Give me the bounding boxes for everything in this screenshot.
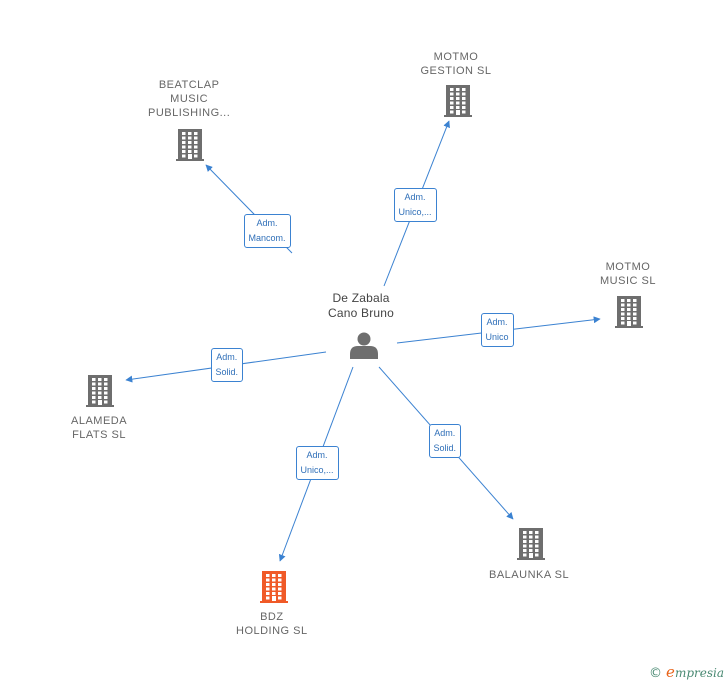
company-label-line: BALAUNKA SL: [489, 569, 570, 581]
role-badge-line: Unico,...: [300, 465, 334, 475]
company-label-line: PUBLISHING...: [148, 107, 231, 119]
role-badge-motmo-music: Adm. Unico: [480, 313, 514, 347]
company-label-line: FLATS SL: [72, 429, 126, 441]
role-badge-line: Adm.: [404, 192, 426, 202]
role-badge-balaunka: Adm. Solid.: [428, 424, 462, 458]
company-label-alameda[interactable]: ALAMEDA FLATS SL: [71, 414, 127, 442]
company-label-bdz[interactable]: BDZ HOLDING SL: [236, 610, 308, 638]
company-label-motmo-music[interactable]: MOTMO MUSIC SL: [600, 260, 656, 288]
building-icon[interactable]: [260, 571, 288, 603]
company-label-line: BDZ: [260, 611, 284, 623]
copyright-symbol: ©: [649, 666, 663, 681]
company-label-line: ALAMEDA: [71, 415, 128, 427]
person-name-line: De Zabala: [332, 291, 390, 305]
company-label-beatclap[interactable]: BEATCLAP MUSIC PUBLISHING...: [148, 78, 230, 120]
role-badge-line: Adm.: [256, 218, 278, 228]
role-badge-line: Adm.: [216, 352, 238, 362]
role-badge-line: Adm.: [486, 317, 508, 327]
person-icon[interactable]: [350, 332, 378, 360]
role-badge-line: Unico: [485, 332, 509, 342]
brand-initial: e: [666, 663, 675, 681]
building-icon[interactable]: [517, 528, 545, 560]
role-badge-line: Solid.: [215, 367, 239, 377]
building-icon[interactable]: [615, 296, 643, 328]
company-label-line: BEATCLAP: [158, 79, 220, 91]
building-icon[interactable]: [176, 129, 204, 161]
company-label-balaunka[interactable]: BALAUNKA SL: [489, 568, 569, 582]
credits: ©empresia: [649, 663, 724, 681]
company-label-line: MUSIC: [170, 93, 209, 105]
company-label-motmo-gestion[interactable]: MOTMO GESTION SL: [421, 50, 492, 78]
role-badge-line: Adm.: [306, 450, 328, 460]
role-badge-bdz: Adm. Unico,...: [295, 446, 339, 480]
company-label-line: MOTMO: [605, 261, 651, 273]
company-label-line: MUSIC SL: [600, 275, 656, 287]
role-badge-beatclap: Adm. Mancom.: [243, 214, 291, 248]
role-badge-line: Adm.: [434, 428, 456, 438]
role-badge-alameda: Adm. Solid.: [210, 348, 244, 382]
company-label-line: GESTION SL: [420, 65, 492, 77]
company-label-line: HOLDING SL: [236, 625, 308, 637]
role-badge-line: Unico,...: [398, 207, 432, 217]
role-badge-motmo-gestion: Adm. Unico,...: [393, 188, 437, 222]
person-name-line: Cano Bruno: [328, 306, 395, 320]
building-icon[interactable]: [86, 375, 114, 407]
company-label-line: MOTMO: [433, 51, 479, 63]
role-badge-line: Mancom.: [248, 233, 286, 243]
building-icon[interactable]: [444, 85, 472, 117]
role-badge-line: Solid.: [433, 443, 457, 453]
brand-name: mpresia: [674, 666, 724, 680]
